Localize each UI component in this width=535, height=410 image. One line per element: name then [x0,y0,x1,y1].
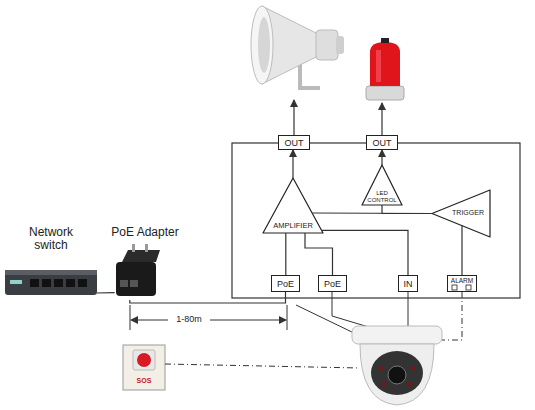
camera-wires [165,364,360,368]
poe-adapter-illustration [116,244,160,296]
sos-button-illustration [133,350,155,370]
warning-beacon [376,50,381,82]
sos-button-illustration [123,345,165,390]
trigger-triangle: TRIGGER [432,190,490,237]
dome-camera [388,366,406,384]
camera-wires [296,305,356,334]
dimension-line [130,305,287,330]
connector-line [285,233,286,275]
warning-beacon [366,86,404,100]
node-label: Network switch [20,226,82,252]
horn-speaker [336,36,344,54]
device-node: PoE Adapter [107,226,183,300]
output-arrow [381,103,382,135]
switch-illustration [54,279,63,287]
switch-illustration [42,279,51,287]
device-enclosure [232,143,520,298]
connector-line [322,230,409,275]
connector-line [381,150,382,165]
connector-line [312,212,432,214]
output-arrow [293,100,294,135]
switch-illustration [5,270,97,295]
connector-line [461,225,462,275]
dome-camera [352,326,442,405]
connector-line [97,292,115,294]
dome-camera [352,326,442,344]
dome-camera [382,382,386,386]
switch-illustration [5,270,97,275]
node-label: OUT [285,138,304,148]
output-port: OUT [278,135,310,150]
alarm-port: ALARM [447,275,477,292]
node-label: PoE Adapter [107,226,183,239]
sos-button: SOS [123,345,165,390]
poe-adapter-illustration [145,244,148,252]
dome-camera [411,366,415,370]
poe-adapter-illustration [120,280,128,287]
switch-illustration [10,280,22,284]
node-label: OUT [373,138,392,148]
horn-speaker [251,6,273,84]
connector-line [292,150,293,178]
input-port: IN [398,275,418,292]
triangle-outline [432,190,490,237]
device-node: Network switch [5,226,97,298]
node-label: AMPLIFIER [263,222,323,230]
switch-illustration [30,279,39,287]
dimension-label: 1-80m [168,314,210,325]
connector-line [382,205,432,214]
sos-button-illustration [123,345,165,390]
camera-wires [408,292,409,326]
node-label: LED CONTROL [367,190,397,203]
camera-wires [332,292,372,328]
dome-camera [360,344,434,405]
dome-camera [408,382,412,386]
warning-beacon [366,38,404,100]
warning-beacon [370,42,400,86]
warning-beacon [381,38,389,43]
horn-speaker [316,30,338,60]
output-arrow [294,100,382,135]
poe-adapter-illustration [116,262,156,296]
camera-wires [442,292,462,340]
dome-camera [379,366,383,370]
switch-illustration [66,279,75,287]
dimension-line [287,305,288,330]
output-port: OUT [366,135,398,150]
node-label: PoE [277,279,294,289]
node-label: PoE [324,279,341,289]
triangle-outline [362,165,402,205]
switch-illustration [78,279,87,287]
horn-speaker [251,6,344,88]
led-control-triangle: LED CONTROL [362,165,402,205]
poe-adapter-illustration [132,244,135,252]
amplifier-triangle: AMPLIFIER [263,178,323,233]
triangle-outline [263,178,323,233]
node-label: TRIGGER [448,209,488,217]
input-port: PoE [318,275,347,292]
sos-button-illustration [137,353,151,367]
poe-adapter-illustration [130,280,138,287]
input-port: PoE [271,275,300,292]
dimension-line [130,305,131,330]
connector-line [305,233,333,275]
horn-speaker [258,17,270,73]
horn-speaker [300,60,320,88]
node-label: ALARM [448,277,476,284]
dome-camera [371,351,423,395]
node-label: IN [404,279,413,289]
poe-adapter-illustration [122,250,160,262]
connector-line [130,292,286,303]
switch-illustration [5,270,97,295]
node-label: SOS [123,377,165,384]
